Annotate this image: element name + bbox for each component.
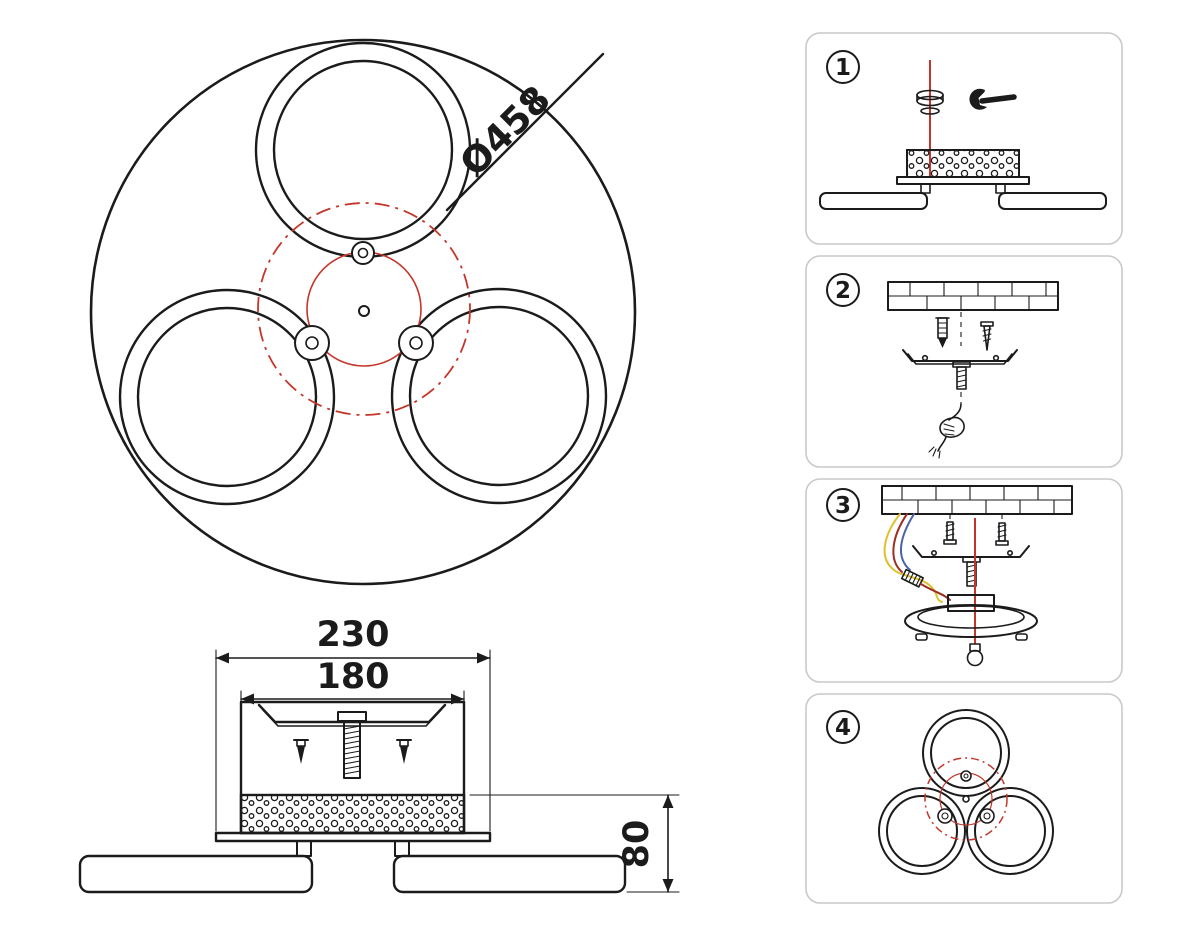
step-3-number: 3 [835, 493, 851, 519]
hand-pulling-wire-icon [928, 403, 965, 459]
side-screw-left [293, 739, 309, 764]
step-panel-1: 1 [805, 32, 1123, 245]
mounting-circle-outer-red [257, 202, 471, 416]
ring-profile-right [392, 854, 627, 894]
step-4-badge [826, 710, 860, 744]
ceiling-plate [214, 831, 492, 843]
ceiling-hatch-step3 [881, 485, 1073, 515]
step-panel-2: 2 [805, 255, 1123, 468]
ring-joint-left [294, 325, 330, 361]
ceiling-screw-left [943, 514, 957, 545]
height-label: 80 [617, 820, 657, 869]
side-screw-right [396, 739, 412, 764]
perforated-strip [239, 793, 466, 835]
step-panel-4: 4 [805, 693, 1123, 904]
canopy-section [214, 700, 492, 843]
mounting-bracket [257, 703, 447, 727]
dimension-180: 180 [240, 657, 465, 705]
ceiling-screw-right [995, 514, 1009, 546]
wire-connector [900, 568, 924, 588]
center-hole [358, 305, 370, 317]
bracket-screw-step2 [952, 361, 971, 390]
center-screw [337, 711, 367, 779]
ring-joint-top [351, 241, 375, 265]
step-3-badge [826, 488, 860, 522]
step-1-number: 1 [835, 55, 851, 81]
side-view-drawing: 230 180 [78, 615, 680, 894]
mounting-bracket-step2 [902, 349, 1018, 365]
ring-left [118, 288, 336, 506]
ring-joint-right [398, 325, 434, 361]
outer-diameter-circle [89, 38, 637, 586]
step-4-number: 4 [835, 715, 851, 741]
ceiling-hatch-step2 [887, 281, 1059, 311]
dimension-230: 230 [215, 615, 491, 832]
ring-right [390, 287, 608, 505]
dimension-80: 80 [469, 794, 680, 893]
mini-mounting-circle-outer [924, 757, 1008, 841]
inner-width-label: 180 [316, 657, 389, 697]
step-panel-3: 3 [805, 478, 1123, 683]
ring-stub-right [394, 840, 410, 857]
ring-profile-left [78, 854, 314, 894]
step-2-number: 2 [835, 278, 851, 304]
ring-stub-left [296, 840, 312, 857]
mini-top-view [878, 709, 1054, 875]
top-view-drawing: Ø458 [89, 38, 637, 586]
step-1-badge [826, 50, 860, 84]
ring-top [254, 41, 472, 259]
canopy-step1 [819, 149, 1107, 210]
nut-washer-icon [916, 89, 944, 115]
diameter-dimension: Ø458 [445, 52, 605, 212]
wrench-icon [969, 88, 1017, 110]
outer-width-label: 230 [316, 615, 389, 655]
canopy-base-step3 [904, 594, 1038, 641]
wall-plug-icon [935, 317, 950, 348]
bulb-icon [966, 643, 984, 667]
anchor-screw-icon [980, 321, 994, 351]
step-2-badge [826, 273, 860, 307]
